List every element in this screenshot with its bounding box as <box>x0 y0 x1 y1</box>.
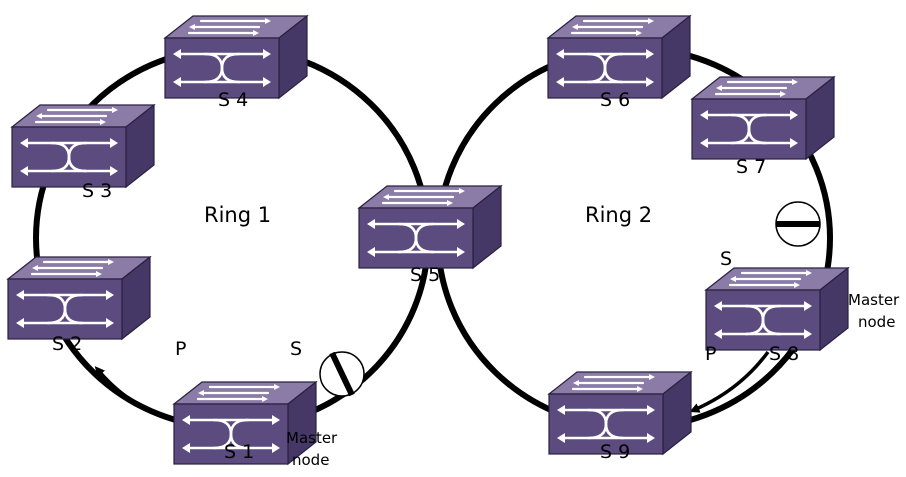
switch-label-s6: S 6 <box>600 89 630 111</box>
master-node-label-s8-line2: node <box>858 313 895 331</box>
switch-label-s3: S 3 <box>82 180 112 202</box>
master-node-label-s8-line1: Master <box>848 291 900 309</box>
ring-2-direction-arrow <box>689 350 770 413</box>
switch-s4 <box>163 14 309 100</box>
ring-1-direction-arrow <box>94 366 177 422</box>
switch-s7 <box>690 75 836 161</box>
blocked-port-icon <box>319 351 365 397</box>
switch-label-s5: S 5 <box>410 264 440 286</box>
switch-label-s9: S 9 <box>600 441 630 463</box>
switch-s5 <box>357 184 503 270</box>
switch-label-s4: S 4 <box>218 89 248 111</box>
ring-1-label: Ring 1 <box>204 203 271 227</box>
s1-primary-port-label: P <box>175 338 186 360</box>
switch-s8 <box>704 266 850 352</box>
switch-s6 <box>546 14 692 100</box>
switch-s2 <box>6 255 152 341</box>
master-node-label-s1-line2: node <box>292 451 329 469</box>
master-node-label-s1-line1: Master <box>286 429 338 447</box>
switch-s3 <box>10 103 156 189</box>
switch-label-s1: S 1 <box>224 441 254 463</box>
switch-label-s7: S 7 <box>736 156 766 178</box>
s1-secondary-port-label: S <box>290 338 302 360</box>
s8-secondary-port-label: S <box>720 248 732 270</box>
switch-label-s8: S 8 <box>769 343 799 365</box>
s8-primary-port-label: P <box>705 343 716 365</box>
blocked-port-icon <box>775 201 821 247</box>
switch-label-s2: S 2 <box>52 333 82 355</box>
ring-2-label: Ring 2 <box>585 203 652 227</box>
